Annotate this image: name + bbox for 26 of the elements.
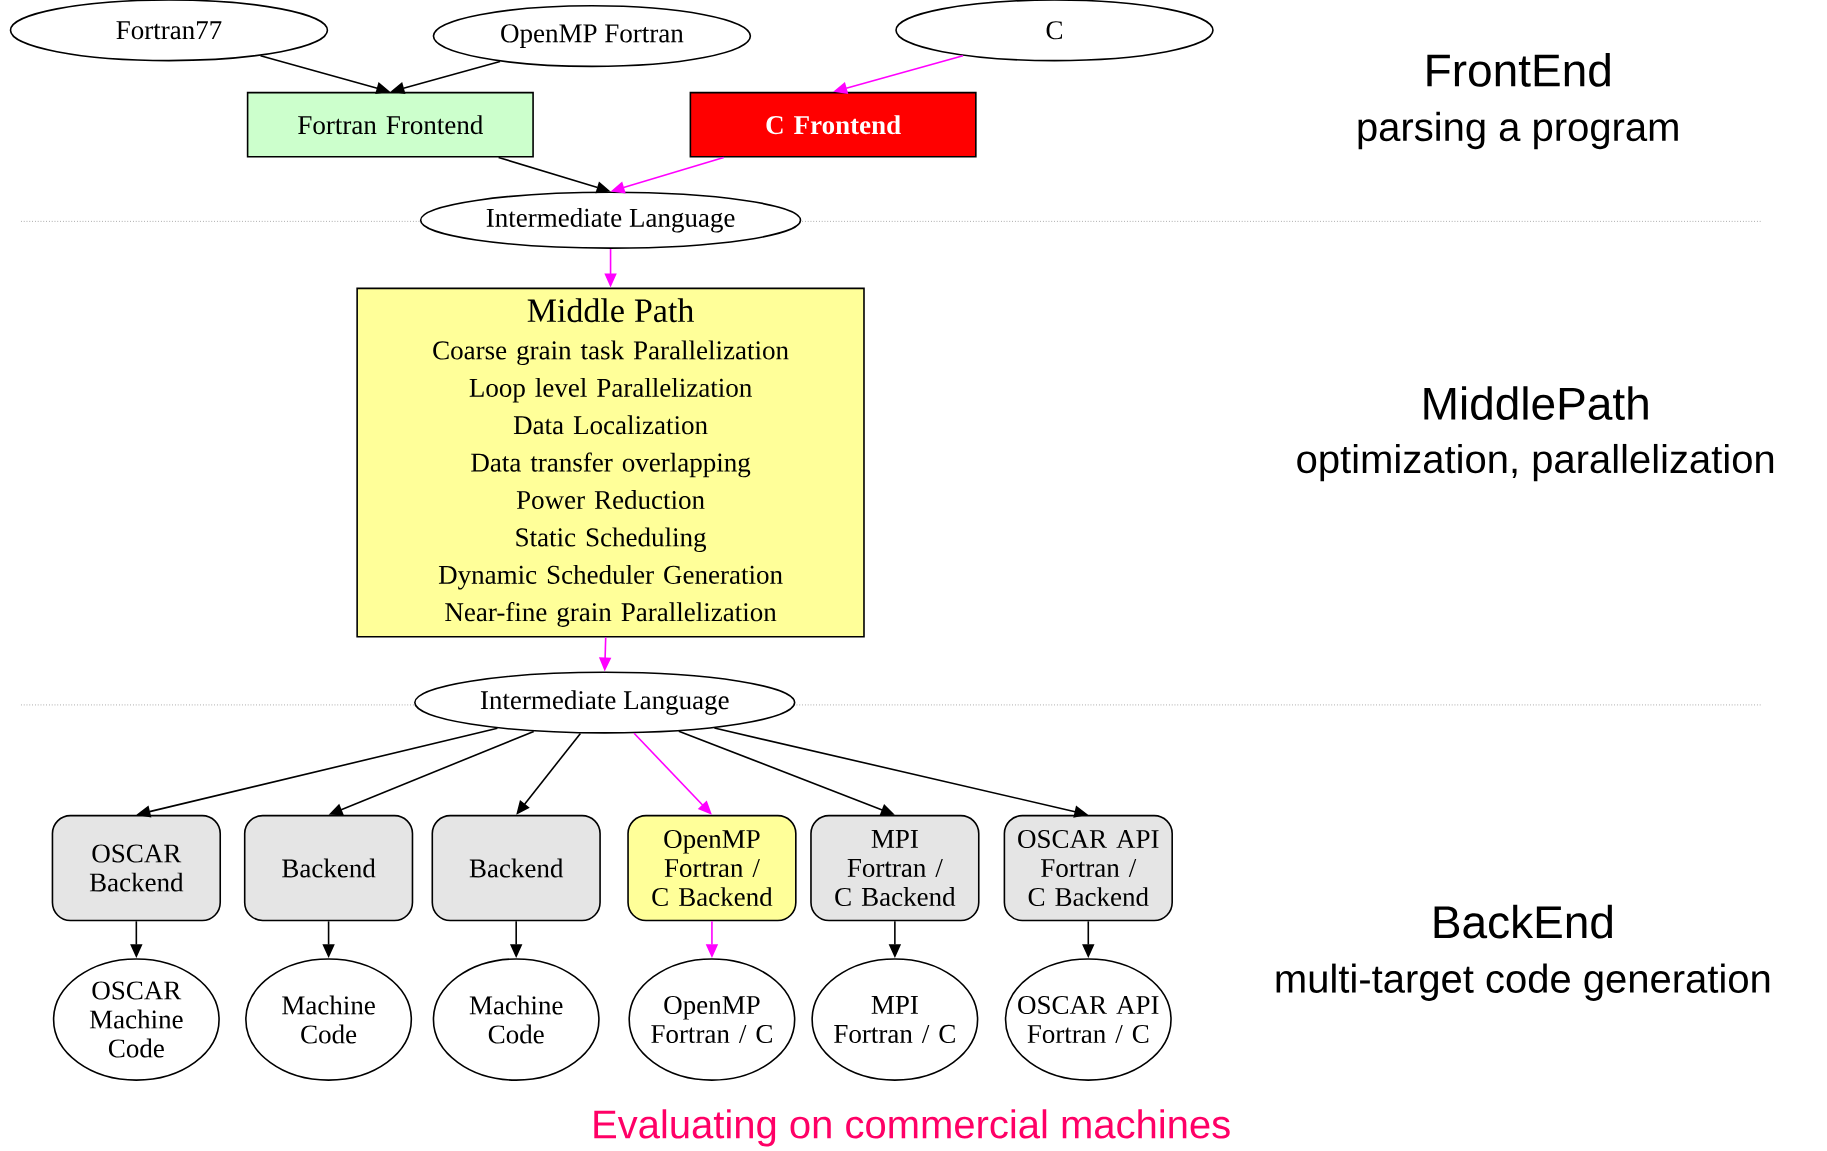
frontend-box: Fortran Frontend [246, 91, 534, 158]
section-heading: BackEnd [1434, 904, 1612, 939]
ellipse-node: OSCAR Machine Code [52, 958, 220, 1081]
backend-box: OSCAR API Fortran / C Backend [1003, 814, 1173, 922]
ellipse-node: Intermediate Language [419, 191, 802, 249]
section-subtitle: optimization, parallelization [1297, 443, 1774, 482]
ellipse-node: Machine Code [432, 958, 600, 1081]
section-subtitle: parsing a program [1358, 111, 1678, 150]
ellipse-node: MPI Fortran / C [811, 958, 979, 1081]
backend-box: OSCAR Backend [51, 814, 222, 922]
ellipse-node: OpenMP Fortran [432, 4, 752, 68]
backend-box: Backend [431, 814, 601, 922]
section-subtitle: multi-target code generation [1276, 963, 1770, 1001]
ellipse-node: OSCAR API Fortran / C [1004, 958, 1172, 1081]
pass-list-box: Middle Path Coarse grain task Parallelization Loop level Parallelization Data Localization Data transfer overlapping Power Reduction Static Scheduling Dynamic Scheduler Generation Near-fine grain Parallelization [356, 287, 865, 638]
backend-box: MPI Fortran / C Backend [810, 814, 980, 922]
note-text: Evaluating on commercial machines [594, 1109, 1230, 1147]
section-heading: FrontEnd [1427, 52, 1610, 87]
backend-box: Backend [243, 814, 414, 922]
backend-box: OpenMP Fortran / C Backend [627, 814, 797, 922]
ellipse-node: OpenMP Fortran / C [628, 958, 796, 1081]
arrow [633, 732, 712, 815]
frontend-box: C Frontend [689, 91, 977, 158]
ellipse-node: Intermediate Language [414, 671, 796, 734]
ellipse-node: Machine Code [245, 958, 413, 1081]
section-heading: MiddlePath [1424, 386, 1648, 420]
